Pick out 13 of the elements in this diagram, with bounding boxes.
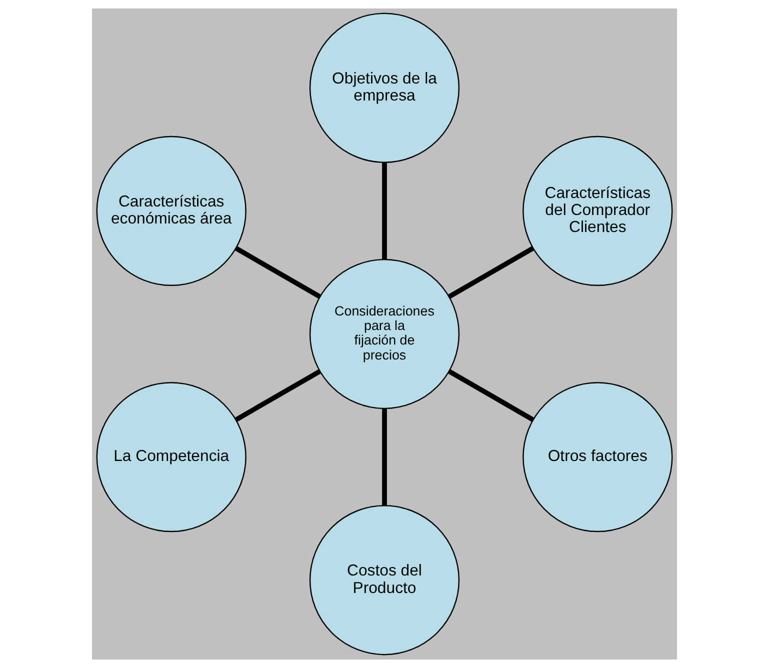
- node-circle: Otros factores: [522, 382, 672, 532]
- node-circle: Objetivos de la empresa: [308, 12, 460, 163]
- node-circle: Características del Comprador Clientes: [522, 136, 672, 286]
- connector: [382, 162, 386, 260]
- node-circle: Características económicas área: [96, 136, 246, 286]
- connector: [447, 369, 534, 422]
- node-circle: Consideraciones para la fijación de precios: [308, 258, 460, 410]
- connector: [447, 246, 534, 299]
- node-circle: Costos del Producto: [308, 505, 460, 656]
- connector: [382, 408, 386, 506]
- connector: [234, 369, 321, 422]
- node-circle: La Competencia: [96, 382, 246, 532]
- connector: [234, 246, 321, 299]
